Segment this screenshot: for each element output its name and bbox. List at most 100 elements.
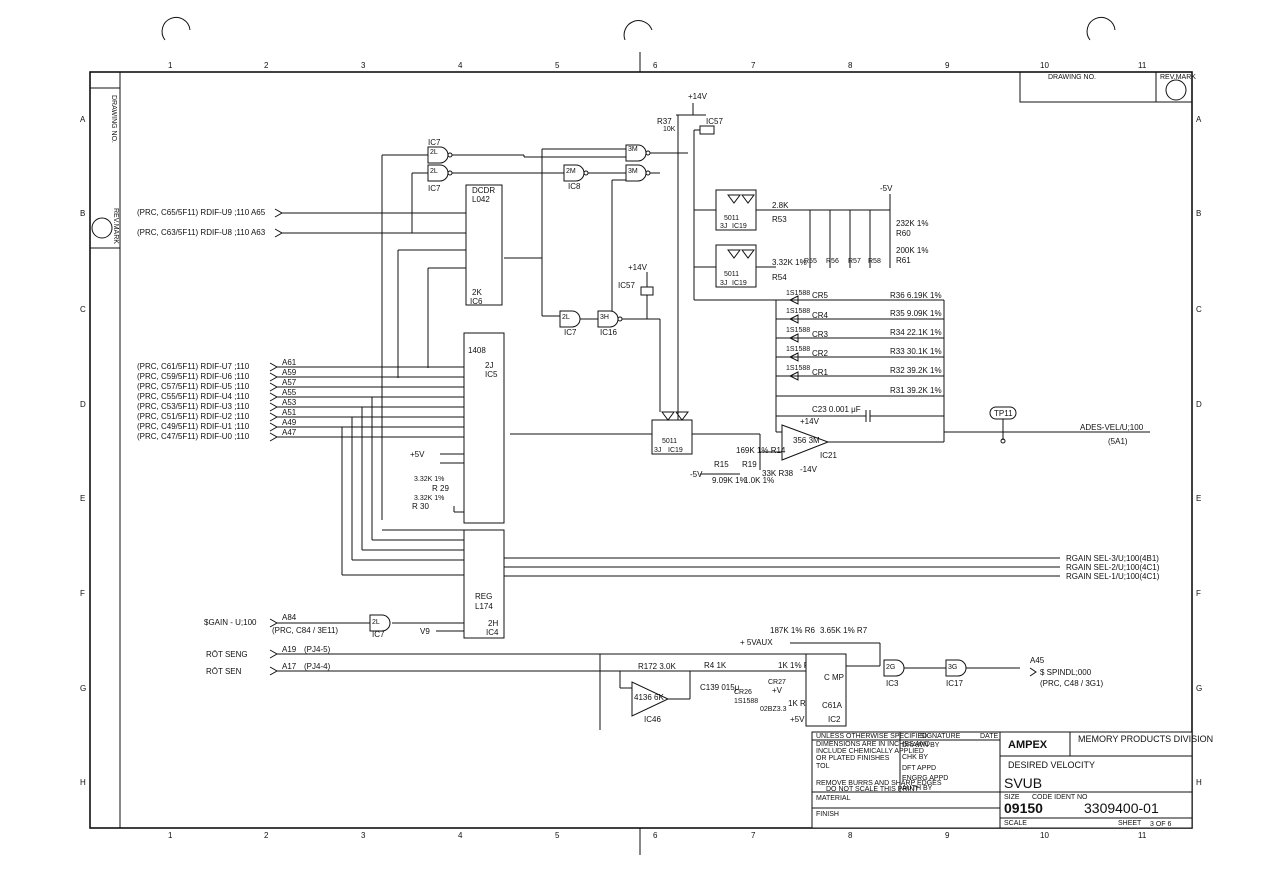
svg-text:3J: 3J xyxy=(654,447,661,454)
svg-text:6: 6 xyxy=(653,61,658,70)
svg-text:R57: R57 xyxy=(848,258,861,265)
svg-text:DIMENSIONS ARE IN INCHES AND: DIMENSIONS ARE IN INCHES AND xyxy=(816,741,930,748)
gate-ic7-mid: 2L IC7 xyxy=(412,164,564,193)
switch-ic19-lower: 5011 3J IC19 xyxy=(510,411,760,455)
svg-text:RŌT SEN: RŌT SEN xyxy=(206,667,242,676)
svg-text:CHK BY: CHK BY xyxy=(902,754,928,761)
diode-cr2: 1S1588 CR2 R33 30.1K 1% xyxy=(776,346,944,362)
input-rot-seng: RŌT SENG A19 (PJ4-5) xyxy=(206,645,806,659)
gate-ic8-mid: 2M IC8 xyxy=(563,164,626,191)
gate-ic17: 3G IC17 xyxy=(945,659,1020,688)
svg-text:R54: R54 xyxy=(772,273,787,282)
svg-text:IC57: IC57 xyxy=(618,281,635,290)
svg-text:5: 5 xyxy=(555,61,560,70)
dac-power: +5V 3.32K 1% R 29 3.32K 1% R 30 xyxy=(410,450,464,513)
svg-text:+5V: +5V xyxy=(790,715,805,724)
svg-text:2H: 2H xyxy=(488,619,498,628)
binder-hole-center xyxy=(623,20,653,41)
binder-hole-right xyxy=(1086,16,1116,41)
svg-text:9: 9 xyxy=(945,61,950,70)
svg-text:E: E xyxy=(80,494,85,503)
title-block: UNLESS OTHERWISE SPECIFIED DIMENSIONS AR… xyxy=(811,731,1213,829)
svg-text:R61: R61 xyxy=(896,256,911,265)
grid-rows-left: A B C D E F G H xyxy=(80,115,86,787)
svg-text:SVUB: SVUB xyxy=(1004,775,1042,791)
grid-columns-top: 1 2 3 4 5 6 7 8 9 10 11 xyxy=(168,61,1147,70)
svg-text:IC2: IC2 xyxy=(828,715,841,724)
svg-text:IC19: IC19 xyxy=(732,280,747,287)
test-point-tp11: TP11 xyxy=(989,406,1017,444)
svg-text:-14V: -14V xyxy=(800,465,818,474)
svg-text:ENGRG APPD: ENGRG APPD xyxy=(902,775,948,782)
svg-text:IC8: IC8 xyxy=(568,182,581,191)
svg-text:8: 8 xyxy=(848,831,853,840)
input-gain: $GAIN - U;100 A84 (PRC, C84 / 3E11) 2L I… xyxy=(204,613,464,639)
svg-text:4136 6K: 4136 6K xyxy=(634,693,664,702)
svg-text:+5V: +5V xyxy=(410,450,425,459)
grid-columns-bottom: 1 2 3 4 5 6 7 8 9 10 11 xyxy=(168,831,1147,840)
switch-ic19-mid: 5011 3J IC19 xyxy=(694,244,776,288)
header-drawing-no: DRAWING NO. REV.MARK xyxy=(1019,71,1196,103)
svg-text:10: 10 xyxy=(1040,61,1049,70)
svg-text:DESIRED VELOCITY: DESIRED VELOCITY xyxy=(1008,760,1095,770)
svg-text:C139 015μ: C139 015μ xyxy=(700,683,740,692)
svg-text:G: G xyxy=(1196,684,1202,693)
svg-text:OR PLATED FINISHES: OR PLATED FINISHES xyxy=(816,755,890,762)
svg-text:RGAIN SEL-1/U;100(4C1): RGAIN SEL-1/U;100(4C1) xyxy=(1066,572,1160,581)
diode-cr5: 1S1588 CR5 R36 6.19K 1% xyxy=(776,290,944,305)
passives-rot-channel: R172 3.0K R4 1K C139 015μ CR26 CR27 1S15… xyxy=(638,661,815,713)
outputs-rgain: RGAIN SEL-3/U;100(4B1) RGAIN SEL-2/U;100… xyxy=(1066,554,1160,581)
resistors-r55-r58: R55 R56 R57 R58 xyxy=(804,258,881,265)
svg-text:7: 7 xyxy=(751,831,756,840)
svg-text:187K 1% R6: 187K 1% R6 xyxy=(770,626,815,635)
svg-text:R 30: R 30 xyxy=(412,502,429,511)
svg-text:2L: 2L xyxy=(430,168,438,175)
svg-text:2L: 2L xyxy=(562,314,570,321)
svg-text:(PRC, C63/5F11) RDIF-U8 ;110 A: (PRC, C63/5F11) RDIF-U8 ;110 A63 xyxy=(137,228,266,237)
svg-text:3: 3 xyxy=(361,831,366,840)
diode-cr3: 1S1588 CR3 R34 22.1K 1% xyxy=(776,327,944,343)
svg-text:MATERIAL: MATERIAL xyxy=(816,795,851,802)
svg-text:TP11: TP11 xyxy=(994,409,1013,418)
svg-text:200K 1%: 200K 1% xyxy=(896,246,928,255)
svg-text:4: 4 xyxy=(458,831,463,840)
svg-text:4: 4 xyxy=(458,61,463,70)
svg-text:IC4: IC4 xyxy=(486,628,499,637)
svg-text:R36 6.19K 1%: R36 6.19K 1% xyxy=(890,291,942,300)
svg-text:+14V: +14V xyxy=(688,92,708,101)
svg-text:CR27: CR27 xyxy=(768,679,786,686)
gate-ic8-right: 3M xyxy=(625,164,660,182)
svg-text:2J: 2J xyxy=(485,361,493,370)
svg-text:RGAIN SEL-2/U;100(4C1): RGAIN SEL-2/U;100(4C1) xyxy=(1066,563,1160,572)
dac-address-inputs: (PRC, C61/5F11) RDIF-U7 ;110 (PRC, C59/5… xyxy=(137,358,464,442)
svg-text:6: 6 xyxy=(653,831,658,840)
svg-text:-5V: -5V xyxy=(880,184,893,193)
side-tab: DRAWING NO. REV.MARK xyxy=(89,87,121,249)
opamp-ic46: 4136 6K IC46 xyxy=(599,654,691,730)
svg-text:F: F xyxy=(1196,589,1201,598)
svg-text:A49: A49 xyxy=(282,418,297,427)
svg-text:3.32K 1%: 3.32K 1% xyxy=(772,258,807,267)
svg-text:CR2: CR2 xyxy=(812,349,829,358)
gate-ic7-top: 2L IC7 xyxy=(382,138,524,164)
svg-text:1S1588: 1S1588 xyxy=(786,327,810,334)
svg-text:A51: A51 xyxy=(282,408,297,417)
svg-text:169K 1% R14: 169K 1% R14 xyxy=(736,446,786,455)
svg-text:09150: 09150 xyxy=(1004,800,1043,816)
svg-text:R60: R60 xyxy=(896,229,911,238)
svg-text:(PJ4-4): (PJ4-4) xyxy=(304,662,331,671)
svg-text:C: C xyxy=(80,305,86,314)
diode-cr4: 1S1588 CR4 R35 9.09K 1% xyxy=(776,308,944,324)
svg-text:2.8K: 2.8K xyxy=(772,201,789,210)
svg-text:3M: 3M xyxy=(628,168,638,175)
svg-text:A55: A55 xyxy=(282,388,297,397)
capacitor-c23: C23 0.001 μF xyxy=(776,405,944,422)
svg-text:(PRC, C51/5F11) RDIF-U2 ;110: (PRC, C51/5F11) RDIF-U2 ;110 xyxy=(137,412,250,421)
svg-text:DFT APPD: DFT APPD xyxy=(902,765,936,772)
svg-text:R15: R15 xyxy=(714,460,729,469)
opamp-ic21: 356 3M IC21 +14V -14V xyxy=(775,417,944,474)
dac-ic5: 1408 2J IC5 xyxy=(463,332,505,524)
svg-text:-5V: -5V xyxy=(690,470,703,479)
svg-text:5: 5 xyxy=(555,831,560,840)
svg-text:IC7: IC7 xyxy=(428,184,441,193)
